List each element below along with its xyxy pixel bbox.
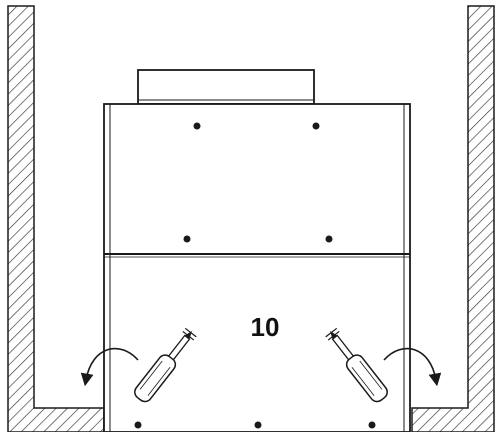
screw [368, 421, 376, 429]
right-wall [411, 5, 495, 432]
right-rotate-arrow-icon [383, 347, 442, 387]
step-number: 10 [251, 312, 280, 342]
flue-collar [137, 69, 315, 105]
right-screwdriver-icon [325, 327, 388, 403]
left-rotate-arrow-icon [80, 347, 139, 387]
screw [325, 235, 333, 243]
screw [193, 122, 201, 130]
bottom-screws [134, 421, 376, 429]
left-screwdriver-icon [134, 327, 197, 403]
screw [134, 421, 142, 429]
screw [183, 235, 191, 243]
screw [312, 122, 320, 130]
screw [254, 421, 262, 429]
upper-panel-screws [183, 122, 333, 243]
